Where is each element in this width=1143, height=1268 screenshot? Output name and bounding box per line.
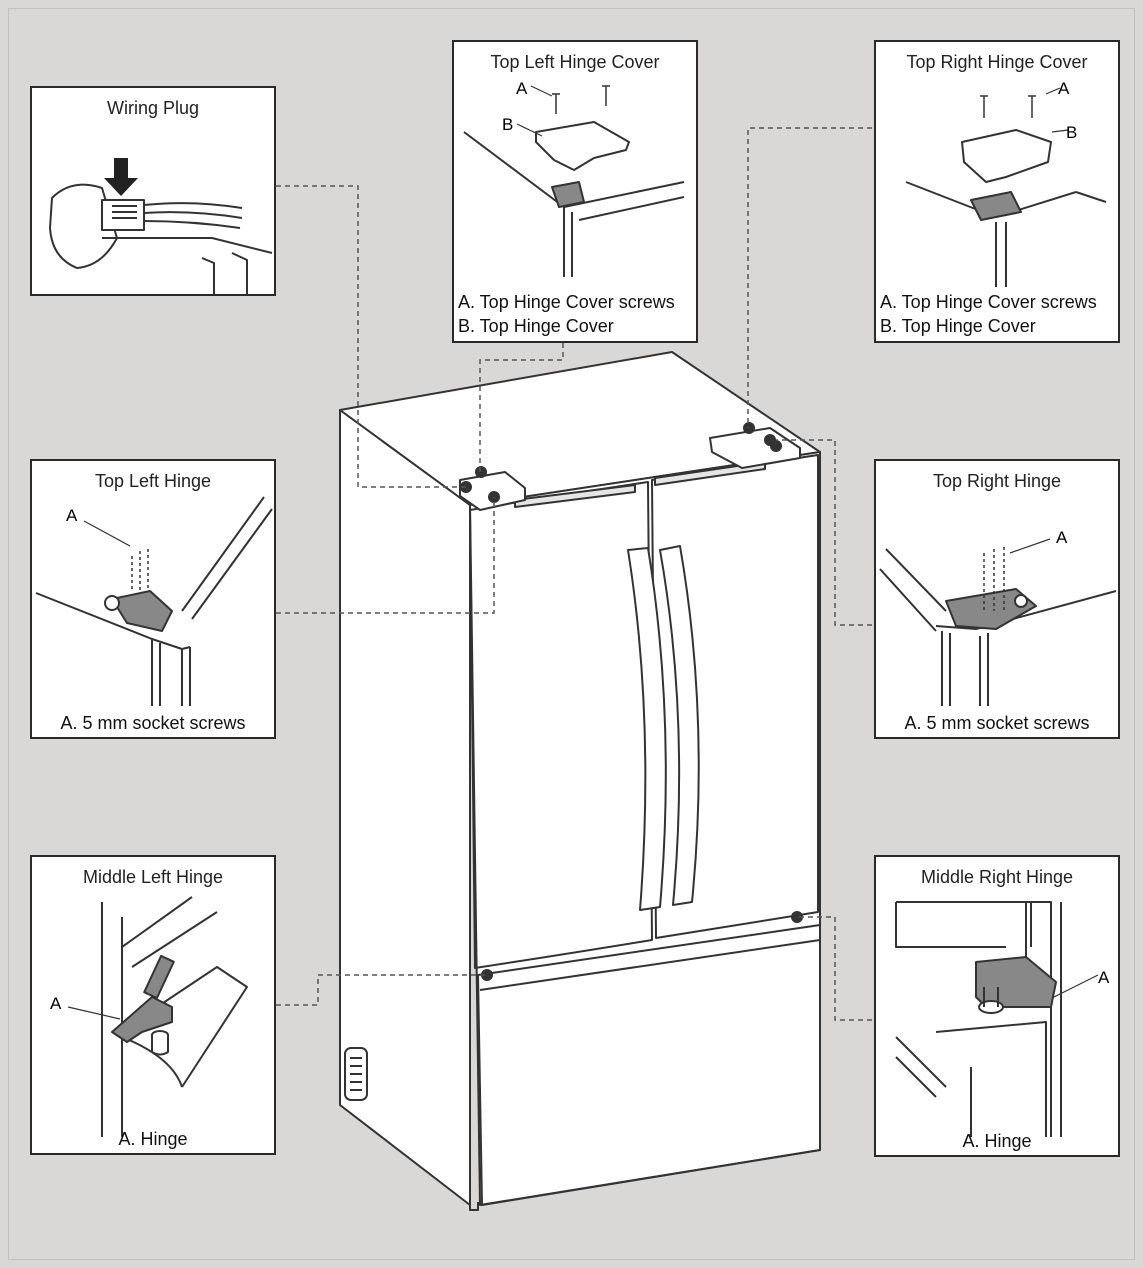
- callout-a: A: [50, 994, 62, 1013]
- hinge-cover-shape: [961, 129, 1052, 183]
- callout-a: A: [1056, 528, 1068, 547]
- top-right-hinge-cover-panel: Top Right Hinge Cover A B A. Top Hinge C…: [874, 40, 1120, 343]
- top-left-hinge-caption: A. 5 mm socket screws: [60, 713, 246, 733]
- top-right-hinge-cover-illustration: A B: [905, 79, 1107, 287]
- leader-top-left-hinge: [276, 497, 495, 614]
- top-right-hinge-illustration: A: [879, 528, 1117, 706]
- middle-left-hinge-illustration: A: [50, 896, 248, 1137]
- callout-a: A: [66, 506, 78, 525]
- top-right-hinge-cover-caption-b: B. Top Hinge Cover: [880, 316, 1036, 336]
- top-left-hinge-illustration: A: [35, 496, 273, 706]
- screw-icon-right: [602, 85, 610, 106]
- callout-a: A: [516, 79, 528, 98]
- middle-right-hinge-illustration: A: [895, 901, 1110, 1137]
- callout-a: A: [1058, 79, 1070, 98]
- wiring-plug-panel: Wiring Plug: [30, 86, 276, 296]
- hinge-bracket-icon: [111, 996, 173, 1043]
- screw-icon-right: [1028, 95, 1036, 118]
- screw-icon-left: [980, 95, 988, 118]
- top-left-hinge-title: Top Left Hinge: [94, 471, 212, 491]
- top-left-hinge-cover-title: Top Left Hinge Cover: [490, 52, 660, 72]
- freezer-drawer: [477, 924, 821, 1206]
- middle-right-hinge-caption: A. Hinge: [962, 1131, 1032, 1151]
- push-arrow-icon: [104, 158, 138, 196]
- middle-right-hinge-title: Middle Right Hinge: [920, 867, 1074, 887]
- hinge-plate-icon: [975, 956, 1057, 1008]
- top-left-hinge-cover-caption-b: B. Top Hinge Cover: [458, 316, 614, 336]
- leader-middle-right-hinge: [797, 916, 872, 1021]
- screw-icon-left: [552, 93, 560, 114]
- middle-left-hinge-title: Middle Left Hinge: [82, 867, 224, 887]
- leader-top-right-cover: [747, 127, 872, 428]
- middle-right-hinge-panel: Middle Right Hinge A A. Hinge: [874, 855, 1120, 1157]
- drawer-top-edge: [479, 939, 821, 991]
- top-left-hinge-panel: Top Left Hinge A A. 5 mm socket screws: [30, 459, 276, 739]
- middle-left-hinge-panel: Middle Left Hinge A A. Hinge: [30, 855, 276, 1155]
- hinge-cover-shape: [535, 121, 630, 171]
- top-right-hinge-panel: Top Right Hinge A A. 5 mm socket screws: [874, 459, 1120, 739]
- left-door-handle: [627, 547, 667, 911]
- top-right-hinge-title: Top Right Hinge: [932, 471, 1062, 491]
- top-right-hinge-cover-title: Top Right Hinge Cover: [906, 52, 1088, 72]
- top-right-hinge-cover-caption-a: A. Top Hinge Cover screws: [880, 292, 1097, 312]
- top-right-hinge-caption: A. 5 mm socket screws: [904, 713, 1090, 733]
- wiring-plug-illustration: [49, 158, 273, 294]
- leader-top-right-hinge: [776, 439, 872, 626]
- callout-b: B: [502, 115, 513, 134]
- leader-middle-left-hinge: [276, 974, 487, 1006]
- wiring-plug-icon: [101, 199, 145, 231]
- right-door-handle: [659, 545, 700, 906]
- leader-top-left-cover: [479, 343, 564, 472]
- leader-wiring-plug: [276, 185, 466, 488]
- wiring-plug-title: Wiring Plug: [106, 98, 200, 118]
- outer-frame: [8, 8, 1135, 1260]
- hand-illustration: [49, 183, 118, 269]
- middle-left-hinge-caption: A. Hinge: [118, 1129, 188, 1149]
- hinge-plate-icon: [111, 590, 173, 632]
- top-left-hinge-cover-illustration: A B: [463, 79, 685, 277]
- callout-a: A: [1098, 968, 1110, 987]
- callout-b: B: [1066, 123, 1077, 142]
- top-left-hinge-cover-caption-a: A. Top Hinge Cover screws: [458, 292, 675, 312]
- top-left-hinge-cover-panel: Top Left Hinge Cover A B A. Top Hinge Co…: [452, 40, 698, 343]
